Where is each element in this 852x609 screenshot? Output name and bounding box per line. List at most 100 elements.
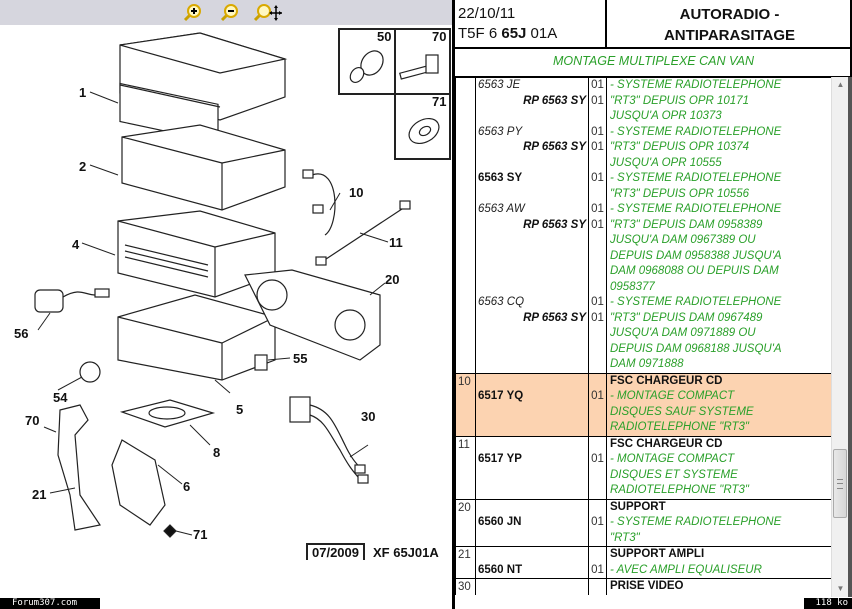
part-description: JUSQU'A OPR 10373	[610, 110, 722, 122]
quantity: 01	[591, 516, 604, 528]
part-description: RADIOTELEPHONE "RT3"	[610, 484, 749, 496]
quantity: 01	[591, 453, 604, 465]
part-reference	[478, 326, 588, 342]
part-reference: RP 6563 SY	[523, 311, 586, 324]
quantity	[589, 420, 606, 436]
part-description: - MONTAGE COMPACT	[610, 453, 735, 465]
part-reference	[478, 156, 588, 172]
washer-part-icon	[408, 117, 440, 145]
part-description: DAM 0968088 OU DEPUIS DAM	[610, 265, 779, 277]
part-reference-cell: 6560 JN	[475, 498, 589, 547]
quantity	[589, 357, 606, 373]
part-description: "RT3"	[610, 531, 640, 544]
zoom-in-button[interactable]	[182, 3, 202, 22]
part-reference: RP 6563 SY	[523, 94, 586, 107]
callout-21: 21	[32, 487, 46, 502]
quantity	[589, 264, 606, 280]
quantity	[589, 579, 606, 595]
part-reference-cell: 6560 NT	[475, 546, 589, 579]
part-reference	[478, 579, 588, 595]
part-reference: 6563 PY	[478, 125, 523, 138]
panel-divider	[452, 0, 455, 609]
header-separator	[605, 0, 607, 47]
parts-header: 22/10/11 T5F 6 65J 01A AUTORADIO - ANTIP…	[455, 0, 852, 49]
quantity: 01	[591, 390, 604, 402]
item-number: 21	[455, 546, 476, 579]
quantity: 01	[591, 141, 604, 153]
quantity	[589, 437, 606, 453]
part-reference	[478, 264, 588, 280]
part-description: - AVEC AMPLI EQUALISEUR	[610, 563, 762, 576]
part-description: 0958377	[610, 280, 655, 293]
quantity: 01	[591, 296, 604, 308]
page-title: AUTORADIO - ANTIPARASITAGE	[663, 6, 796, 44]
callout-20: 20	[385, 272, 399, 287]
header-code: T5F 6 65J 01A	[458, 25, 558, 42]
section-subtitle: MONTAGE MULTIPLEXE CAN VAN	[455, 49, 852, 77]
diagram-date: 07/2009	[306, 543, 365, 560]
quantity	[589, 326, 606, 342]
part-reference	[478, 437, 588, 453]
radio-unit-2	[121, 124, 286, 211]
video-plug-part-30	[289, 396, 311, 423]
scroll-down-arrow-icon[interactable]: ▼	[836, 584, 845, 593]
part-reference	[478, 342, 588, 358]
part-reference: 6563 SY	[478, 172, 523, 184]
quantity: 01	[591, 125, 604, 138]
switch-part-55	[254, 354, 268, 371]
description-cell: PRISE VIDEO	[606, 578, 831, 595]
callout-8: 8	[213, 445, 220, 460]
part-description: - SYSTEME RADIOTELEPHONE	[610, 203, 782, 215]
table-scrollbar[interactable]: ▲ ▼	[831, 77, 849, 597]
pan-zoom-button[interactable]	[252, 3, 282, 22]
magnifier-plus-icon	[183, 4, 201, 22]
quantity	[589, 280, 606, 296]
part-reference: 6517 YP	[478, 453, 522, 465]
callout-70-inset: 70	[432, 29, 446, 44]
part-description: "RT3" DEPUIS DAM 0958389	[610, 218, 763, 231]
part-description: - SYSTEME RADIOTELEPHONE	[610, 125, 782, 138]
header-date: 22/10/11	[458, 5, 516, 22]
part-description: - SYSTEME RADIOTELEPHONE	[610, 172, 782, 184]
part-description: "RT3" DEPUIS OPR 10374	[610, 141, 749, 153]
item-number: 10	[455, 372, 476, 436]
zoom-out-button[interactable]	[219, 3, 239, 22]
scrollbar-thumb[interactable]	[833, 449, 847, 519]
part-reference	[478, 109, 588, 125]
diagram-panel: 1 2 4 5 6 8 10 11 20 21 30 50 54 55 56 7…	[0, 0, 452, 609]
quantity	[589, 547, 606, 563]
header-info: 22/10/11 T5F 6 65J 01A	[458, 4, 557, 44]
part-description: - SYSTEME RADIOTELEPHONE	[610, 516, 782, 528]
part-reference: RP 6563 SY	[523, 141, 586, 153]
callout-4: 4	[72, 237, 80, 252]
part-description: DAM 0971888	[610, 358, 684, 370]
battery-part-56	[34, 289, 64, 313]
scroll-up-arrow-icon[interactable]: ▲	[836, 80, 845, 89]
quantity-cell: 01	[588, 435, 607, 499]
part-description: JUSQU'A DAM 0967389 OU	[610, 234, 756, 246]
part-reference	[478, 374, 588, 390]
quantity-cell	[588, 578, 607, 595]
part-reference	[478, 547, 588, 563]
part-reference	[478, 483, 588, 499]
part-reference	[478, 187, 588, 203]
quantity	[589, 156, 606, 172]
radio-unit-4	[117, 210, 276, 298]
item-number	[455, 77, 476, 373]
part-reference: 6563 JE	[478, 79, 521, 91]
quantity	[589, 531, 606, 547]
quantity	[589, 500, 606, 516]
magnifier-minus-icon	[220, 4, 238, 22]
part-description: "RT3" DEPUIS OPR 10171	[610, 94, 749, 107]
part-description: "RT3" DEPUIS OPR 10556	[610, 187, 749, 200]
part-reference	[478, 280, 588, 296]
callout-10: 10	[349, 185, 363, 200]
